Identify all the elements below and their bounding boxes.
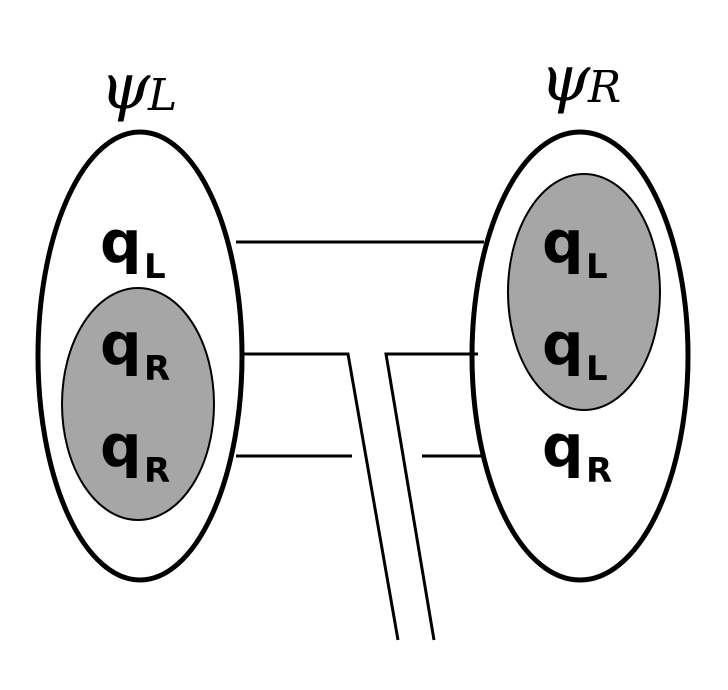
right-quark-2-sub: L xyxy=(586,349,608,389)
right-quark-2-q: q xyxy=(542,310,584,378)
psi-right-symbol: ψ xyxy=(540,42,591,116)
left-quark-2-sub: R xyxy=(144,349,170,389)
right-quark-1-sub: L xyxy=(586,247,608,287)
quark-line-middle-right xyxy=(384,352,478,641)
right-quark-3-q: q xyxy=(542,412,584,480)
left-quark-3-q: q xyxy=(100,412,142,480)
left-quark-2-q: q xyxy=(100,310,142,378)
psi-left-symbol: ψ xyxy=(100,50,151,124)
right-diquark-region xyxy=(507,173,661,411)
left-quark-1-sub: L xyxy=(144,247,166,287)
left-quark-3-sub: R xyxy=(144,451,170,491)
psi-left-subscript: L xyxy=(147,70,177,121)
left-quark-1-q: q xyxy=(100,208,142,276)
right-quark-1-q: q xyxy=(542,208,584,276)
psi-right-subscript: R xyxy=(587,62,621,113)
quark-line-middle-left xyxy=(244,352,400,641)
right-quark-3-sub: R xyxy=(586,451,612,491)
left-diquark-region xyxy=(61,287,215,521)
